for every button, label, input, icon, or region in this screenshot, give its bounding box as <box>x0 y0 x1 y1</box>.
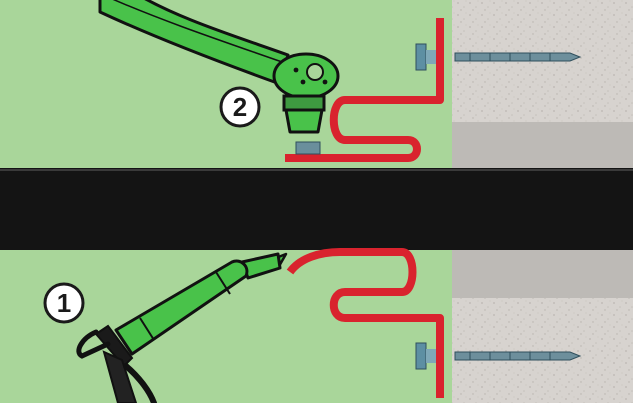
seal-bolt <box>295 141 321 155</box>
caulking-gun-icon <box>76 252 288 403</box>
step-2-number: 2 <box>233 92 247 122</box>
top-anchor-screw <box>415 43 582 71</box>
step-2-badge: 2 <box>219 86 261 128</box>
seal-profile-top <box>285 18 444 162</box>
step-1-badge: 1 <box>43 282 85 324</box>
ratchet-wrench-icon <box>98 0 340 134</box>
seal-profile-bottom <box>286 248 444 398</box>
pipe <box>0 168 633 250</box>
step-1-number: 1 <box>57 288 71 318</box>
